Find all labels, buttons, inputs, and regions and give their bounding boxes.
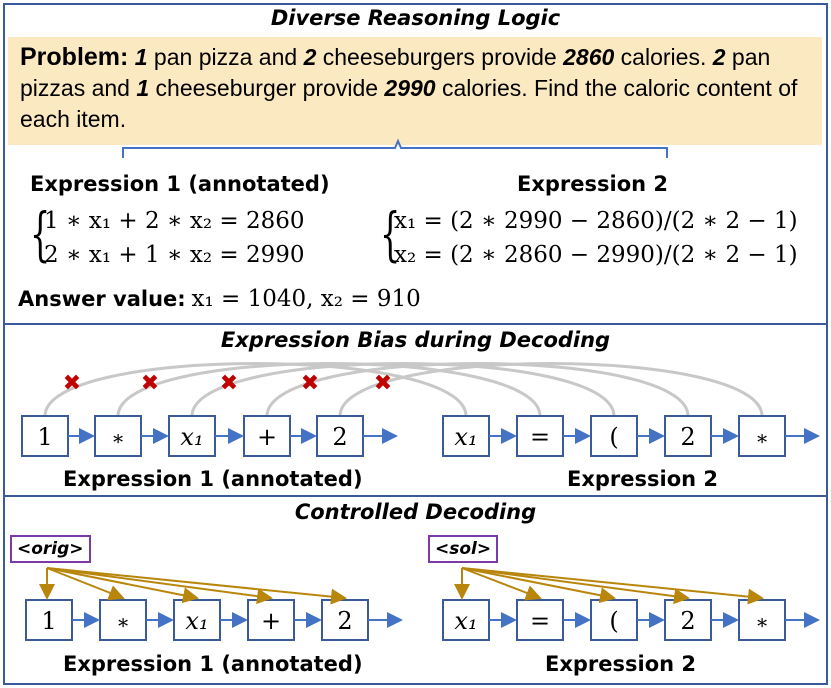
orig-tag: <orig> <box>10 535 91 563</box>
problem-n3: 2860 <box>563 44 615 70</box>
section3-expr2-label: Expression 2 <box>545 652 697 676</box>
ctrl-expr1-token-5: 2 <box>337 607 352 635</box>
section1-expr1-label: Expression 1 (annotated) <box>30 172 330 196</box>
bias-arc-3 <box>190 362 616 417</box>
problem-n1: 1 <box>134 44 148 70</box>
section2-title: Expression Bias during Decoding <box>220 328 611 352</box>
bias-arc-2 <box>116 362 542 417</box>
sol-tag: <sol> <box>428 535 499 563</box>
expr1-line-1: 1 ∗ x₁ + 2 ∗ x₂ = 2860 <box>44 208 305 234</box>
bias-expr2-token-4: 2 <box>680 423 695 451</box>
ctrl-expr2-token-3: ( <box>609 607 618 635</box>
expr2-line-2: x₂ = (2 ∗ 2860 − 2990)/(2 ∗ 2 − 1) <box>394 242 798 268</box>
ctrl-expr2-token-1: x₁ <box>454 607 477 635</box>
bias-expr2-token-5: ∗ <box>755 426 769 450</box>
problem-text-4: pan pizzas and <box>20 44 771 101</box>
cross-mark-2: ✖ <box>141 371 159 396</box>
sol-control-arrow-3 <box>461 567 616 604</box>
cross-mark-4: ✖ <box>301 371 319 396</box>
orig-control-arrow-2 <box>46 567 125 601</box>
ctrl-expr2-token-4: 2 <box>680 607 695 635</box>
section1-expr2-label: Expression 2 <box>517 172 669 196</box>
problem-n6: 2990 <box>384 75 436 101</box>
bias-expr1-token-1: 1 <box>37 423 52 451</box>
expr1-system: { 1 ∗ x₁ + 2 ∗ x₂ = 2860 2 ∗ x₁ + 1 ∗ x₂… <box>30 200 360 275</box>
ctrl-expr2-token-5: ∗ <box>755 610 769 634</box>
sol-control-arrow-4 <box>461 567 690 605</box>
orig-control-arrow-4 <box>46 567 273 605</box>
problem-label: Problem: <box>20 43 129 71</box>
sol-control-arrow-5 <box>461 567 764 605</box>
cross-mark-1: ✖ <box>63 371 81 396</box>
expr1-line-2: 2 ∗ x₁ + 1 ∗ x₂ = 2990 <box>44 242 305 268</box>
problem-bracket <box>122 138 668 158</box>
controlled-decoding-panel <box>3 495 828 685</box>
problem-text-5: cheeseburger provide <box>149 75 385 101</box>
orig-control-arrow-3 <box>46 567 199 604</box>
bias-expr1-box-4 <box>243 415 291 457</box>
bias-expr2-token-2: = <box>530 423 550 451</box>
bias-expr2-box-1 <box>442 415 490 457</box>
problem-text-2: cheeseburgers provide <box>316 44 564 70</box>
expr2-system: { x₁ = (2 ∗ 2990 − 2860)/(2 ∗ 2 − 1) x₂ … <box>380 200 828 275</box>
bias-expr1-token-4: + <box>257 423 277 451</box>
problem-box: Problem: 1 pan pizza and 2 cheeseburgers… <box>8 37 822 145</box>
bias-expr2-token-1: x₁ <box>454 423 477 451</box>
answer-label: Answer value: <box>18 287 186 311</box>
section1-title: Diverse Reasoning Logic <box>270 6 561 30</box>
problem-text-1: pan pizza and <box>147 44 304 70</box>
section3-expr1-label: Expression 1 (annotated) <box>63 652 363 676</box>
left-brace-1: { <box>30 200 51 268</box>
bias-expr1-token-2: ∗ <box>111 426 125 450</box>
ctrl-expr2-box-4 <box>664 599 712 641</box>
ctrl-expr1-box-3 <box>173 599 221 641</box>
section2-expr1-label: Expression 1 (annotated) <box>63 467 363 491</box>
ctrl-expr1-token-1: 1 <box>41 607 56 635</box>
bias-expr1-box-1 <box>21 415 69 457</box>
bias-expr1-token-5: 2 <box>332 423 347 451</box>
problem-n4: 2 <box>712 44 726 70</box>
problem-n5: 1 <box>136 75 150 101</box>
bias-arc-5 <box>338 362 764 417</box>
problem-n2: 2 <box>303 44 317 70</box>
section3-title: Controlled Decoding <box>294 500 537 524</box>
bias-arc-1 <box>43 362 468 417</box>
cross-mark-5: ✖ <box>374 371 392 396</box>
sol-control-arrow-2 <box>461 567 542 601</box>
answer-row: Answer value: x₁ = 1040, x₂ = 910 <box>18 286 421 312</box>
cross-mark-3: ✖ <box>220 371 238 396</box>
bias-expr1-box-5 <box>316 415 364 457</box>
bias-expr2-token-3: ( <box>609 423 618 451</box>
ctrl-expr1-token-2: ∗ <box>116 610 130 634</box>
ctrl-expr1-box-1 <box>25 599 73 641</box>
ctrl-expr1-token-4: + <box>261 607 281 635</box>
problem-text-6: calories. Find the caloric content of ea… <box>20 75 798 132</box>
ctrl-expr2-token-2: = <box>530 607 550 635</box>
left-brace-2: { <box>380 200 401 268</box>
problem-text-3: calories. <box>614 44 713 70</box>
orig-control-arrow-5 <box>46 567 347 605</box>
section2-expr2-label: Expression 2 <box>567 467 719 491</box>
ctrl-expr1-token-3: x₁ <box>185 607 208 635</box>
bias-arc-4 <box>265 362 690 417</box>
bias-expr1-token-3: x₁ <box>180 423 203 451</box>
answer-value: x₁ = 1040, x₂ = 910 <box>191 286 421 312</box>
expr2-line-1: x₁ = (2 ∗ 2990 − 2860)/(2 ∗ 2 − 1) <box>394 208 798 234</box>
